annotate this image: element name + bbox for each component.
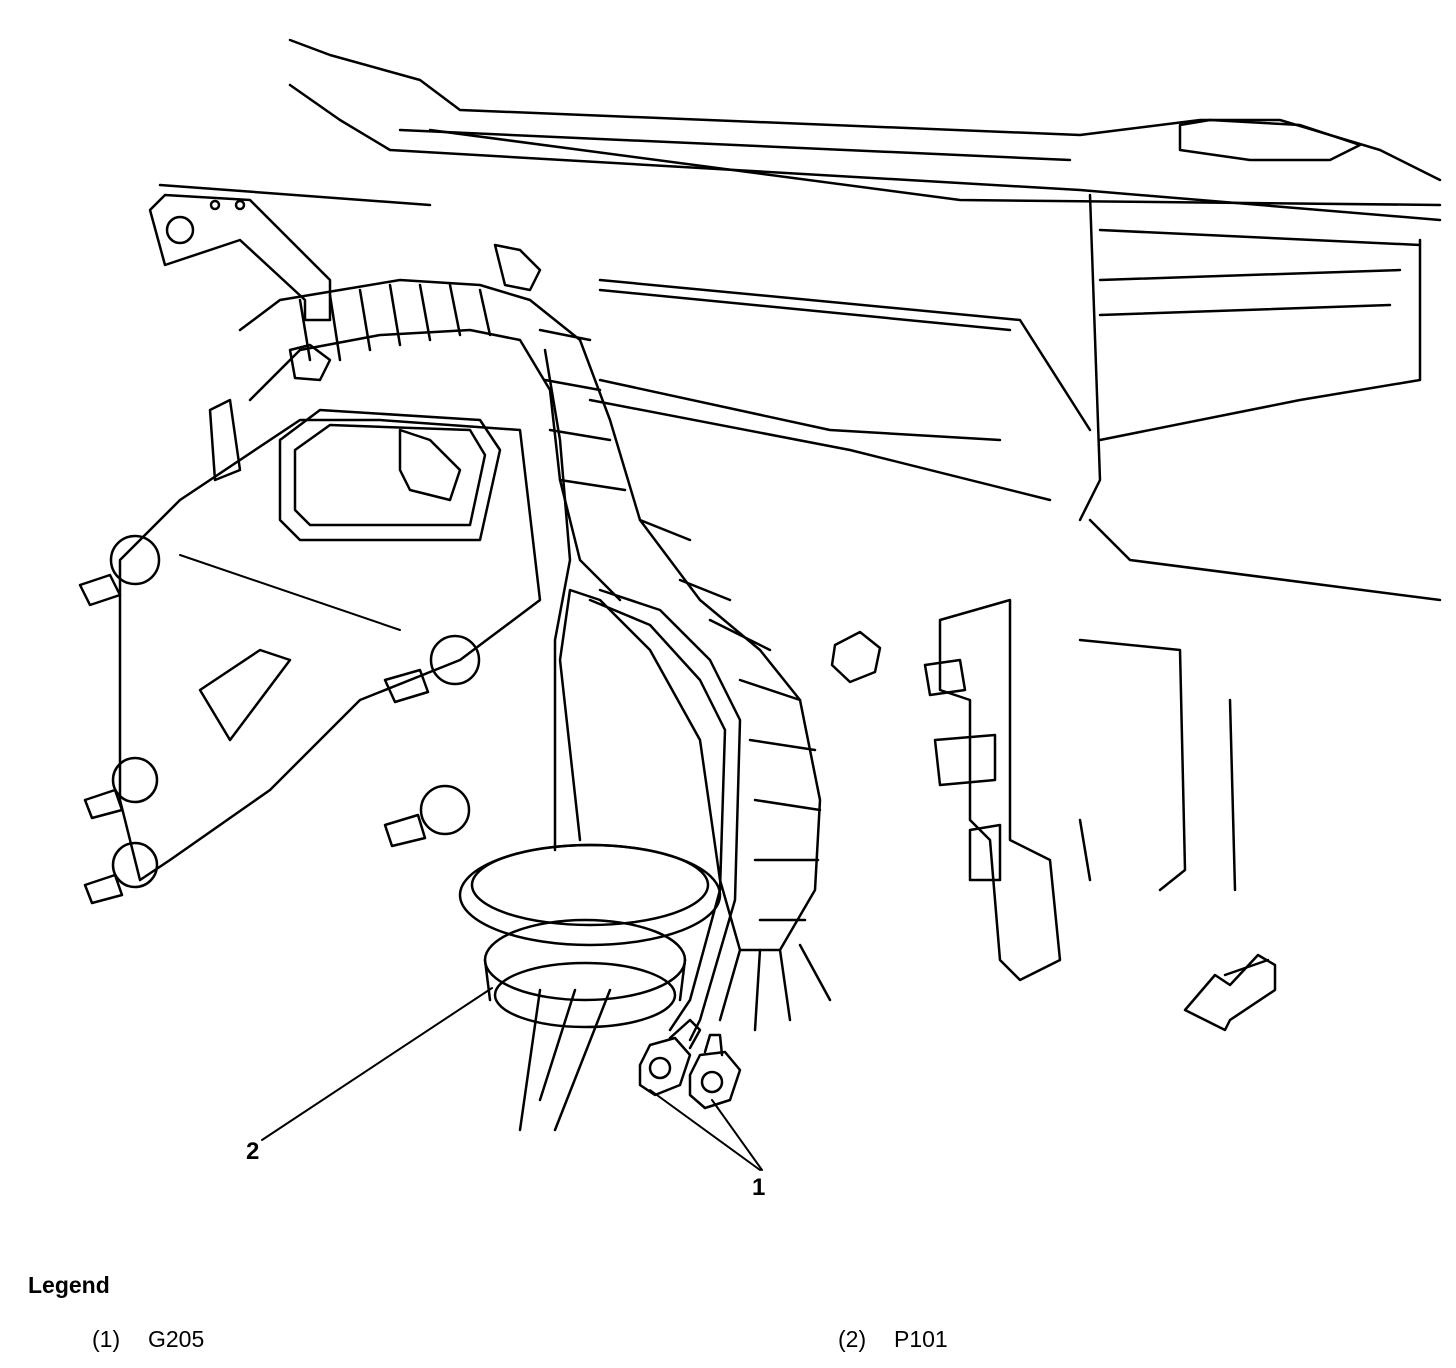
legend-entry: (1) G205 bbox=[92, 1326, 204, 1353]
ring-terminal bbox=[638, 1018, 702, 1097]
stud bbox=[78, 534, 161, 607]
body-panel-outline bbox=[158, 38, 1442, 522]
legend-entry-label: P101 bbox=[894, 1326, 948, 1352]
ground-wire bbox=[588, 588, 742, 1042]
callout-leader-lines bbox=[179, 554, 763, 1171]
stud bbox=[383, 784, 471, 848]
forward-arrow-icon bbox=[1183, 953, 1277, 1032]
wiring-harness bbox=[238, 278, 832, 1032]
mounting-bracket bbox=[148, 193, 332, 322]
legend-entry-number: (2) bbox=[838, 1326, 867, 1352]
ring-terminal bbox=[688, 1033, 742, 1110]
wiring-harness-diagram bbox=[78, 38, 1442, 1171]
callout-1: 1 bbox=[752, 1174, 766, 1201]
stud bbox=[83, 841, 159, 905]
bulkhead-plate bbox=[118, 408, 542, 882]
bolt-head bbox=[830, 630, 882, 684]
firewall-outline bbox=[588, 278, 1442, 602]
harness-grommet bbox=[458, 843, 722, 1132]
legend-entry: (2) P101 bbox=[838, 1326, 948, 1353]
callout-2: 2 bbox=[246, 1138, 260, 1165]
legend-title: Legend bbox=[28, 1272, 110, 1298]
legend-entry-number: (1) bbox=[92, 1326, 121, 1352]
legend-entry-label: G205 bbox=[148, 1326, 205, 1352]
side-bracket bbox=[923, 598, 1237, 982]
stud bbox=[83, 756, 159, 820]
harness-clip bbox=[208, 243, 542, 482]
stud bbox=[383, 634, 481, 704]
